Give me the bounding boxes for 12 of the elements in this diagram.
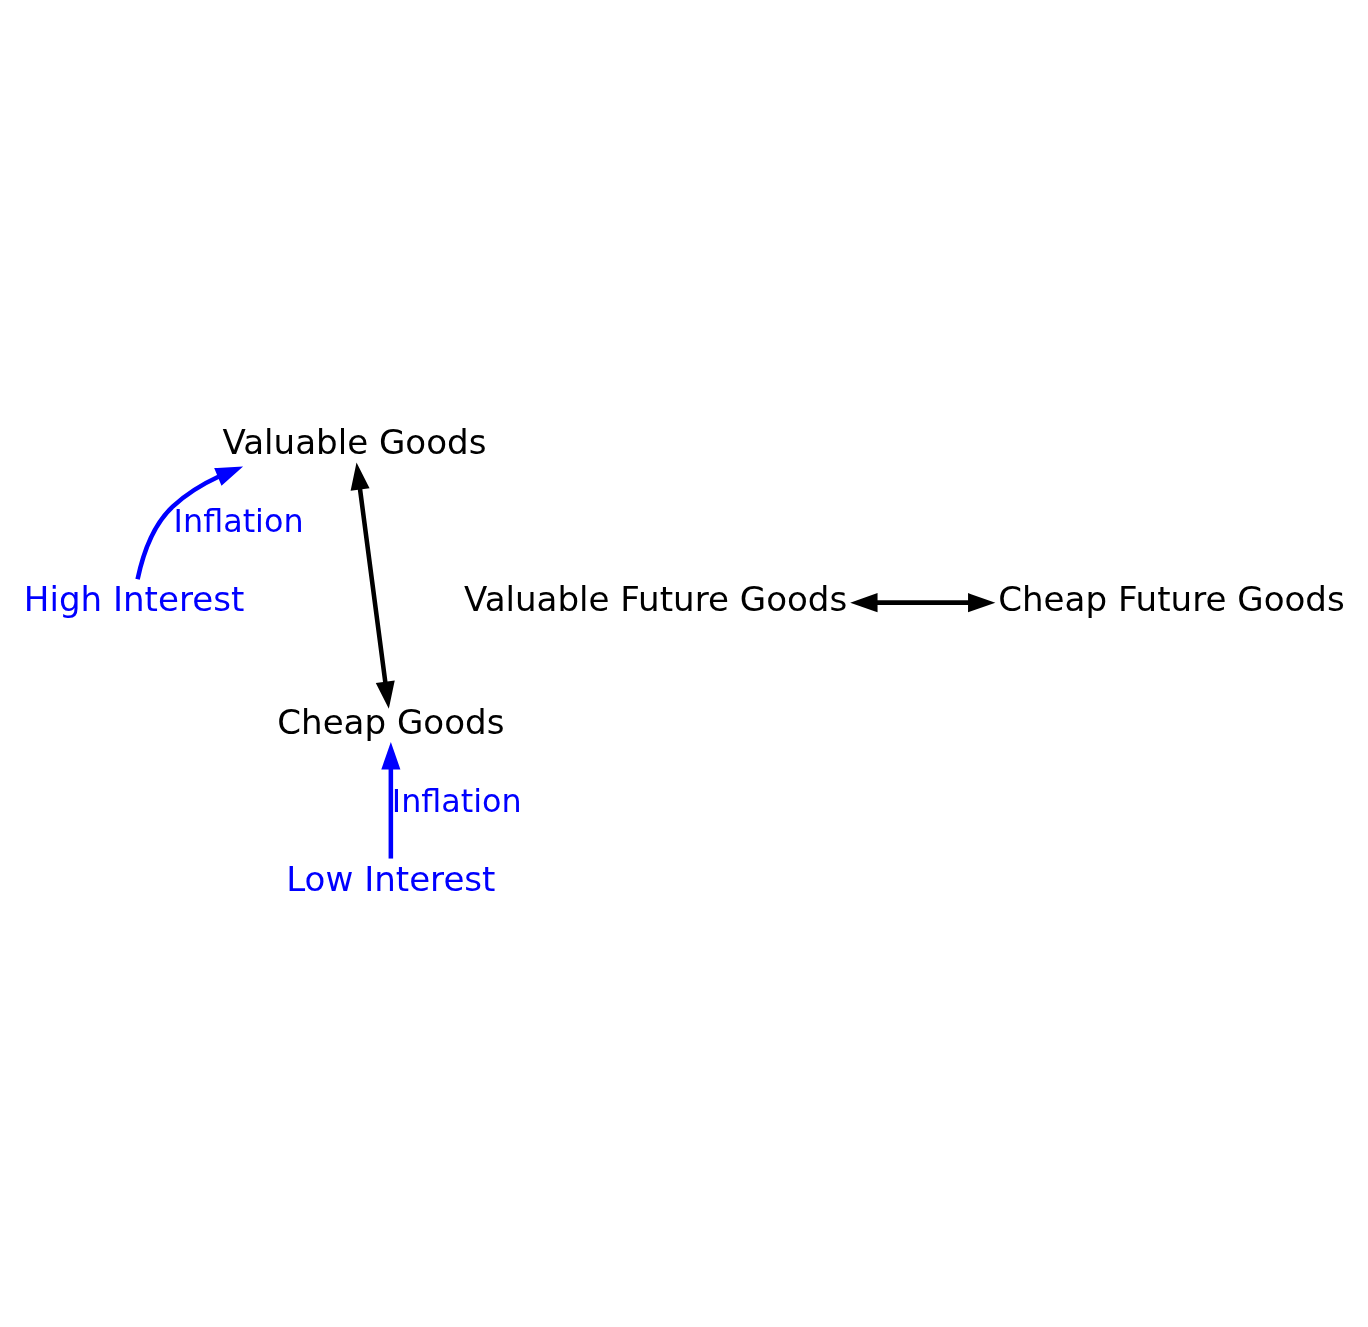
node-text: Valuable Goods bbox=[222, 421, 487, 462]
arrow bbox=[381, 741, 401, 859]
arrow bbox=[135, 466, 244, 580]
node-text: Cheap Goods bbox=[277, 701, 505, 742]
edge-label: Inflation bbox=[173, 501, 304, 540]
node-text: Low Interest bbox=[286, 858, 496, 899]
node-text: Cheap Future Goods bbox=[998, 578, 1345, 619]
node-text: Valuable Future Goods bbox=[463, 578, 848, 619]
edge-label: Inflation bbox=[391, 781, 522, 820]
arrow bbox=[850, 592, 996, 612]
node-text: High Interest bbox=[23, 578, 245, 619]
arrow bbox=[350, 461, 395, 709]
